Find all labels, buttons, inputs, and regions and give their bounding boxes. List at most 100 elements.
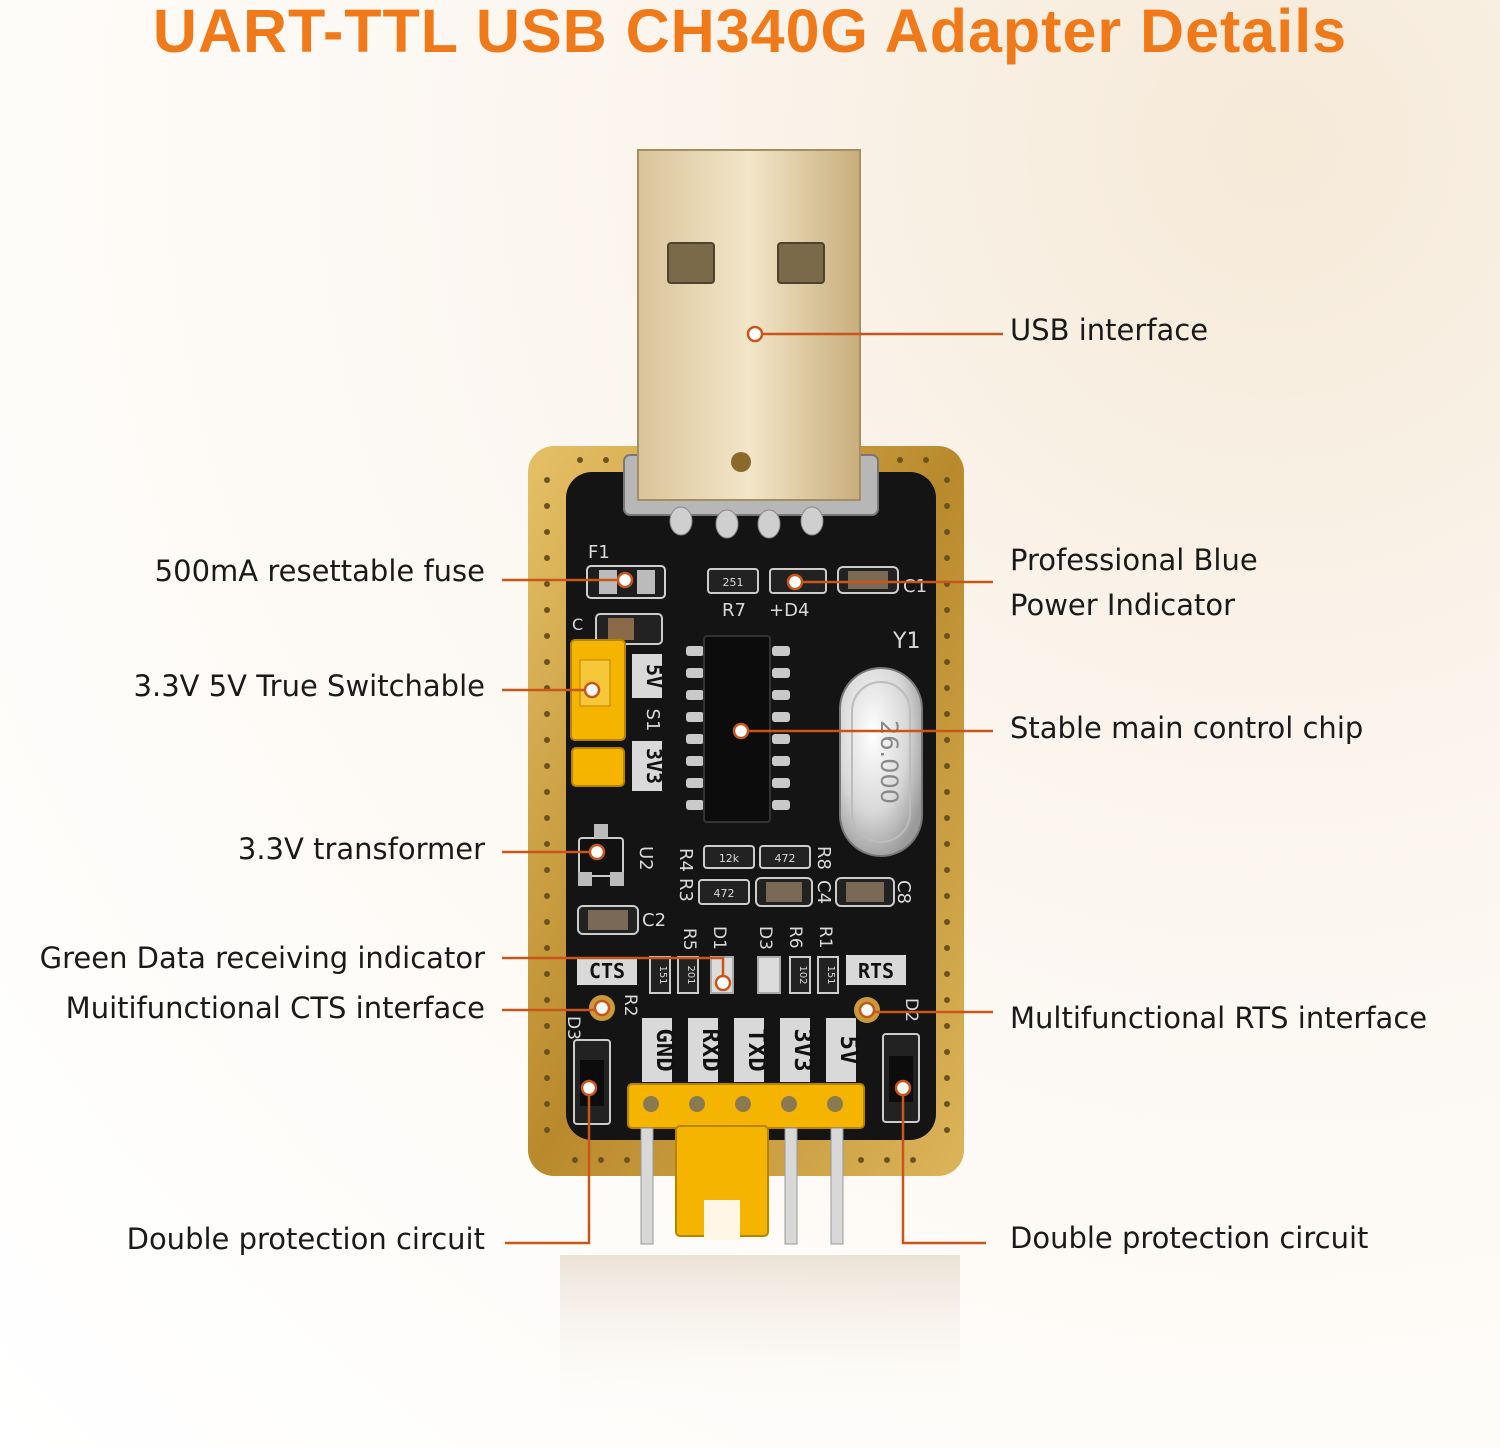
via-dot xyxy=(544,815,550,821)
via-dot xyxy=(544,633,550,639)
code-r8: 472 xyxy=(775,852,796,865)
pin-labels: GND RXD TXD 3V3 5V xyxy=(651,1028,863,1071)
silk-d3-top: D3 xyxy=(755,926,775,950)
via-dot xyxy=(944,607,950,613)
via-dot xyxy=(598,1157,604,1163)
anchor-cts xyxy=(593,999,611,1017)
silk-d4: +D4 xyxy=(769,600,809,621)
main-control-chip xyxy=(686,635,790,823)
label-protection-left: Double protection circuit xyxy=(126,1222,485,1256)
pin-label-blocks xyxy=(642,1018,856,1082)
chip-pin-right xyxy=(772,778,790,788)
leader-protection-left xyxy=(505,1094,591,1245)
code-r5: 151 xyxy=(657,965,668,984)
via-dot xyxy=(944,1023,950,1029)
silk-c: C xyxy=(572,615,583,634)
label-switchable: 3.3V 5V True Switchable xyxy=(133,669,485,703)
label-green-indicator: Green Data receiving indicator xyxy=(39,941,485,975)
usb-connector xyxy=(623,149,879,539)
via-dot xyxy=(858,1157,864,1163)
via-dot xyxy=(544,659,550,665)
anchor-green xyxy=(714,974,732,992)
chip-pin-left xyxy=(686,690,704,700)
via-dot xyxy=(944,893,950,899)
chip-pin-right xyxy=(772,756,790,766)
via-dot xyxy=(544,867,550,873)
code-r6: 102 xyxy=(797,965,808,984)
via-dot xyxy=(944,503,950,509)
chip-pin-left xyxy=(686,778,704,788)
via-dot xyxy=(944,815,950,821)
via-dot xyxy=(944,737,950,743)
pin-label-txd: TXD xyxy=(743,1028,771,1071)
chip-pin-left xyxy=(686,734,704,744)
pin-header xyxy=(627,1083,865,1245)
via-dot xyxy=(544,555,550,561)
crystal-marking: 26.000 xyxy=(875,720,903,804)
via-dot xyxy=(884,1157,890,1163)
via-dot xyxy=(944,763,950,769)
via-dot xyxy=(544,893,550,899)
via-dot xyxy=(603,457,609,463)
chip-pin-right xyxy=(772,646,790,656)
code-r1: 151 xyxy=(825,965,836,984)
via-dot xyxy=(544,607,550,613)
via-dot xyxy=(544,1127,550,1133)
chip-pin-left xyxy=(686,712,704,722)
chip-pin-right xyxy=(772,734,790,744)
code-r3: 472 xyxy=(714,887,735,900)
silk-s1: S1 xyxy=(642,709,663,732)
silk-r6: R6 xyxy=(785,926,805,949)
page-title: UART-TTL USB CH340G Adapter Details xyxy=(152,0,1348,65)
via-dot xyxy=(544,529,550,535)
via-dot xyxy=(944,997,950,1003)
chip-pin-right xyxy=(772,800,790,810)
code-r4: 12k xyxy=(719,852,740,865)
via-dot xyxy=(910,1157,916,1163)
via-dot xyxy=(544,1075,550,1081)
via-dot xyxy=(944,945,950,951)
anchor-usb xyxy=(746,325,764,343)
anchor-protection-right xyxy=(894,1079,912,1097)
via-dot xyxy=(923,457,929,463)
via-dot xyxy=(544,971,550,977)
via-dot xyxy=(572,1157,578,1163)
chip-pin-right xyxy=(772,668,790,678)
leader-green xyxy=(502,956,725,977)
chip-pin-right xyxy=(772,712,790,722)
via-dot xyxy=(944,841,950,847)
via-dot xyxy=(544,789,550,795)
code-r2: 201 xyxy=(685,965,696,984)
anchor-switch xyxy=(583,681,601,699)
via-dot xyxy=(544,581,550,587)
leader-protection-right xyxy=(901,1094,986,1245)
label-fuse: 500mA resettable fuse xyxy=(154,554,485,588)
via-dot xyxy=(944,1101,950,1107)
via-dot xyxy=(944,1127,950,1133)
via-dot xyxy=(544,1023,550,1029)
label-transformer: 3.3V transformer xyxy=(237,832,485,866)
label-power-indicator-2: Power Indicator xyxy=(1010,588,1236,622)
label-rts: Multifunctional RTS interface xyxy=(1010,1001,1428,1035)
via-dot xyxy=(944,555,950,561)
label-power-indicator-1: Professional Blue xyxy=(1010,543,1258,577)
silk-r7: R7 xyxy=(722,600,746,621)
chip-pin-left xyxy=(686,756,704,766)
silk-r8: R8 xyxy=(813,846,834,870)
via-dot xyxy=(944,919,950,925)
anchor-rts xyxy=(858,1001,876,1019)
via-dot xyxy=(544,919,550,925)
via-dot xyxy=(897,457,903,463)
via-dot xyxy=(944,1049,950,1055)
via-dot xyxy=(544,945,550,951)
silk-r5: R5 xyxy=(679,928,699,951)
via-dot xyxy=(944,711,950,717)
via-dot xyxy=(577,457,583,463)
via-dot xyxy=(624,1157,630,1163)
via-dot xyxy=(544,841,550,847)
via-dot xyxy=(944,477,950,483)
pin-label-3v3: 3V3 xyxy=(789,1028,817,1071)
board-reflection xyxy=(560,1255,960,1425)
crystal-oscillator: 26.000 xyxy=(839,667,923,857)
